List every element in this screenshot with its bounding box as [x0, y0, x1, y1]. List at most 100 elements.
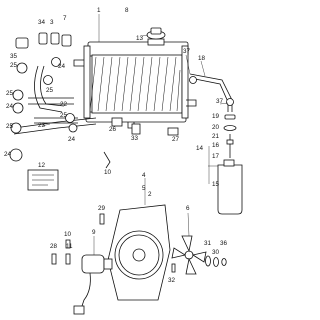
callout-10a: 10: [104, 169, 112, 176]
screw-32: [171, 263, 176, 273]
reservoir-tank: [217, 114, 243, 215]
callout-36: 36: [220, 240, 228, 247]
clamp-24b: [12, 102, 24, 114]
callout-27: 27: [172, 136, 180, 143]
callout-25c: 25: [6, 90, 14, 97]
reservoir-neck: [223, 159, 235, 167]
radiator-fins: [89, 56, 181, 112]
callout-21: 21: [212, 133, 220, 140]
leader-18: [200, 60, 206, 77]
radiator-exploded-diagram: 1 34 3 7 35 25 24 25 25 24 22 25 23 25 2…: [4, 7, 243, 315]
clamp-37a: [189, 76, 197, 84]
radiator-core: [91, 54, 183, 114]
callout-18: 18: [198, 55, 206, 62]
overflow-hose-18: [189, 73, 233, 112]
reservoir-cap-19: [224, 114, 236, 120]
hose-22: [28, 97, 74, 105]
clamp-24c: [9, 148, 23, 162]
clamp-37b: [226, 98, 234, 106]
callout-16: 16: [212, 142, 220, 149]
callout-28: 28: [50, 243, 58, 250]
screw-11: [65, 253, 71, 265]
radiator-lower-tank: [85, 111, 187, 123]
bushing-34: [38, 32, 48, 45]
bushing-7: [61, 34, 72, 47]
callout-5: 5: [142, 185, 146, 192]
top-left-bushings: [15, 32, 72, 49]
diagram-svg: 1 34 3 7 35 25 24 25 25 24 22 25 23 25 2…: [4, 7, 243, 315]
radiator-upper-tank: [87, 41, 189, 57]
mount-33: [131, 123, 141, 135]
callout-12: 12: [38, 162, 46, 169]
label-plate-12: [27, 169, 59, 191]
bushing-3: [50, 32, 60, 45]
fan-hub: [184, 250, 194, 260]
callout-10b: 10: [64, 231, 72, 238]
mount-27: [167, 127, 179, 136]
callout-30: 30: [212, 249, 220, 256]
clamp-25c: [12, 89, 24, 101]
callout-2: 2: [148, 191, 152, 198]
shroud-ring: [114, 230, 164, 280]
radiator-lower-outlet: [186, 99, 197, 107]
radiator-assembly: [73, 38, 197, 129]
fan-fasteners: [205, 255, 227, 267]
callout-20: 20: [212, 124, 220, 131]
hose-upper-left: [34, 65, 63, 113]
callout-37b: 37: [216, 98, 224, 105]
screw-10: [65, 239, 71, 249]
clamp-25b: [43, 75, 53, 85]
radiator-mounts: [103, 117, 179, 169]
callout-1: 1: [97, 7, 101, 14]
radiator-left-side-tank: [83, 45, 91, 119]
leader-23: [41, 123, 51, 127]
clamp-24d: [68, 123, 78, 133]
callout-19: 19: [212, 113, 220, 120]
radiator-right-side-tank: [181, 45, 189, 119]
fan-blade-2: [191, 251, 207, 263]
fan-shroud: [107, 204, 171, 301]
callout-31: 31: [204, 240, 212, 247]
clamp-25e: [65, 113, 75, 123]
bushing-35: [15, 37, 29, 49]
callout-17: 17: [212, 153, 220, 160]
callout-8: 8: [125, 7, 129, 14]
radiator-cap: [146, 27, 166, 40]
mount-26: [111, 117, 123, 127]
callout-6: 6: [186, 205, 190, 212]
callout-25a: 25: [10, 62, 18, 69]
callout-32: 32: [168, 277, 176, 284]
callout-14: 14: [196, 145, 204, 152]
reservoir-clip-21: [226, 139, 234, 145]
radiator-upper-outlet: [73, 59, 84, 67]
hose-clamps: [9, 57, 78, 162]
small-screws: [51, 213, 176, 273]
fan-blade: [171, 235, 207, 275]
motor-body: [81, 254, 105, 274]
washer-30: [213, 257, 219, 267]
callout-22: 22: [60, 101, 68, 108]
screw-29: [99, 213, 105, 225]
callout-29: 29: [98, 205, 106, 212]
leader-37b: [219, 102, 229, 105]
callout-26: 26: [109, 126, 117, 133]
callout-25e: 25: [60, 112, 68, 119]
callout-23: 23: [38, 122, 46, 129]
reservoir-seal-20: [223, 125, 237, 131]
motor-wire: [79, 272, 91, 313]
lower-hose-23: [13, 117, 97, 129]
nut-36: [221, 258, 227, 266]
callout-9: 9: [92, 229, 96, 236]
motor-connector: [73, 305, 85, 315]
leader-13: [141, 34, 149, 37]
clamp-25a: [16, 62, 28, 74]
clamp-24a: [51, 57, 61, 67]
callout-25d: 25: [6, 123, 14, 130]
reservoir-body: [217, 164, 243, 215]
fan-motor: [73, 254, 113, 315]
leader-37: [185, 54, 191, 75]
leader-lines: [41, 14, 229, 255]
upper-hoses: [13, 65, 97, 135]
fan-blade-4: [171, 247, 187, 259]
callout-4: 4: [142, 172, 146, 179]
